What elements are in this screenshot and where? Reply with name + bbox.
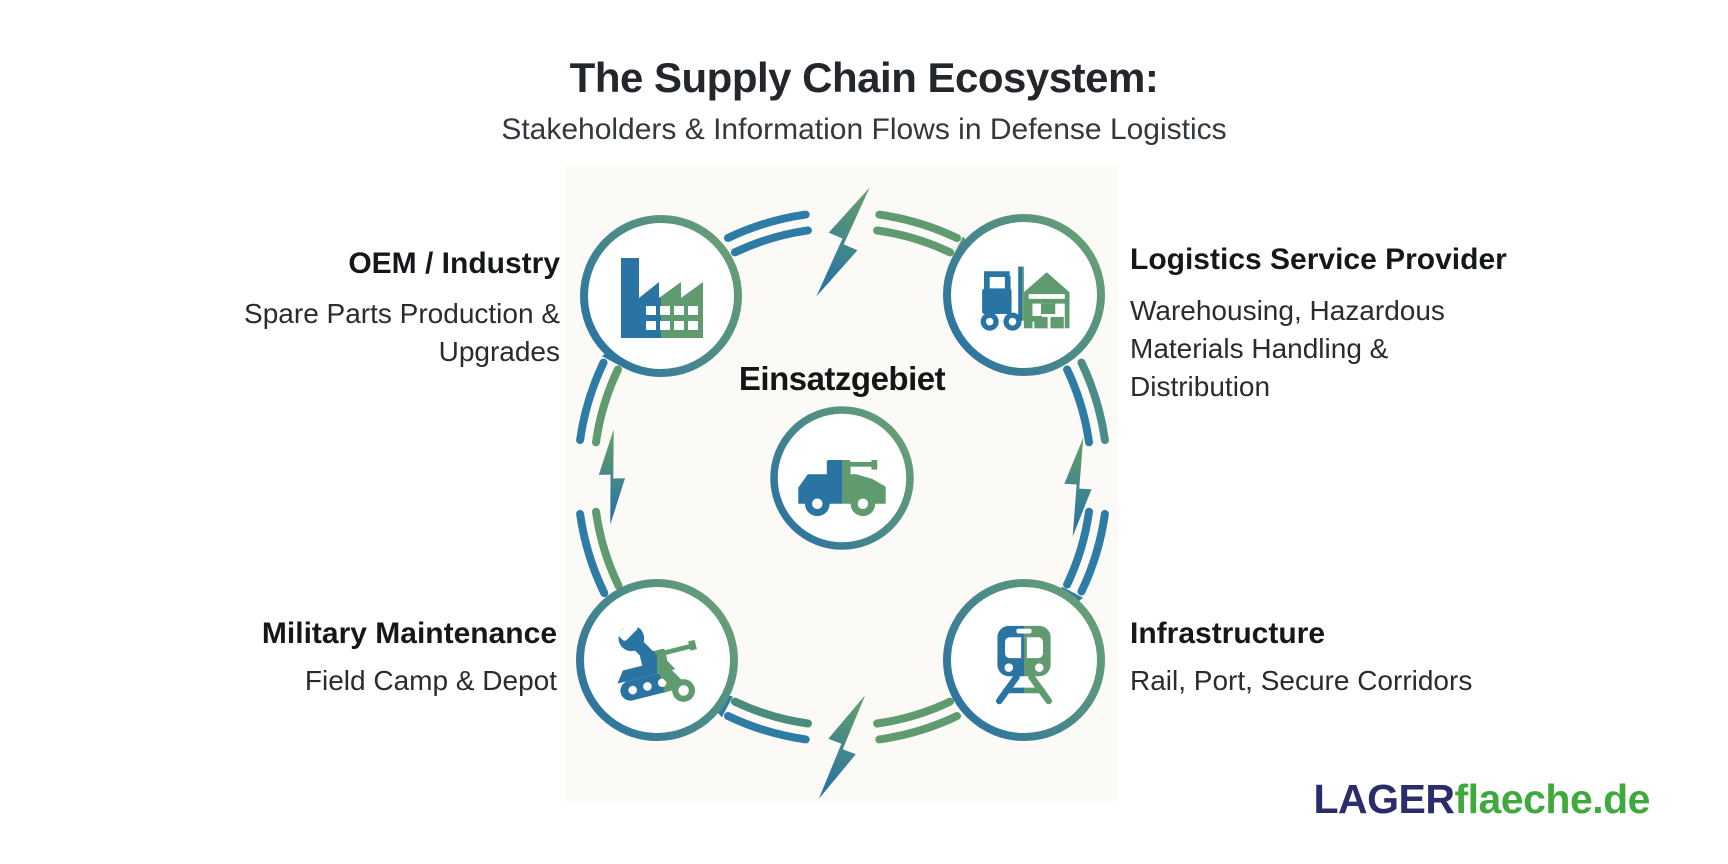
node-text-infrastructure: Infrastructure Rail, Port, Secure Corrid…	[1130, 616, 1590, 700]
flow-arc	[873, 697, 955, 728]
node-title-infrastructure: Infrastructure	[1130, 617, 1326, 650]
armored-vehicle-icon	[798, 460, 886, 517]
lightning-bolt-icon	[816, 187, 870, 297]
flow-arc	[576, 509, 609, 598]
flow-arc	[730, 697, 812, 728]
node-title-oem: OEM / Industry	[348, 247, 560, 280]
flow-arc	[875, 210, 961, 242]
flow-arc	[730, 226, 812, 257]
flow-arc	[1063, 365, 1093, 447]
page-title: The Supply Chain Ecosystem:	[569, 54, 1159, 101]
node-text-lsp: Logistics Service Provider Warehousing, …	[1130, 242, 1590, 406]
node-desc-oem-line2: Upgrades	[438, 336, 560, 367]
node-title-lsp: Logistics Service Provider	[1130, 243, 1507, 276]
node-desc-infrastructure-line1: Rail, Port, Secure Corridors	[1130, 665, 1473, 696]
node-circle-oem	[580, 215, 742, 377]
lightning-bolt-icon	[1064, 437, 1092, 537]
wrench-tank-icon	[617, 621, 697, 702]
center-node-label: Einsatzgebiet	[738, 360, 946, 397]
information-flow-bolts	[598, 187, 1092, 799]
page-subtitle: Stakeholders & Information Flows in Defe…	[501, 113, 1227, 146]
flow-arc	[592, 365, 622, 447]
logo-suffix: flaeche.de	[1454, 776, 1650, 822]
flow-arc	[724, 210, 810, 242]
factory-icon	[621, 258, 703, 338]
node-desc-lsp-line3: Distribution	[1130, 371, 1271, 402]
brand-logo: LAGERflaeche.de	[0, 776, 1650, 823]
flow-ring	[576, 210, 1109, 744]
logo-prefix: LAGER	[1313, 776, 1455, 822]
flow-arc	[724, 712, 810, 744]
flow-arc	[1077, 358, 1109, 445]
node-desc-lsp-line2: Materials Handling &	[1130, 333, 1389, 364]
flow-arc	[576, 358, 608, 445]
node-title-maintenance: Military Maintenance	[261, 617, 557, 650]
train-icon	[995, 625, 1053, 705]
node-desc-oem-line1: Spare Parts Production &	[244, 298, 560, 329]
lightning-bolt-icon	[818, 695, 866, 799]
node-text-maintenance: Military Maintenance Field Camp & Depot	[117, 616, 557, 700]
flow-arc	[1063, 507, 1093, 589]
flow-arc	[875, 712, 961, 744]
flow-arc	[592, 507, 623, 591]
forklift-warehouse-icon	[980, 266, 1070, 331]
node-desc-lsp-line1: Warehousing, Hazardous	[1130, 295, 1445, 326]
lightning-bolt-icon	[598, 429, 626, 525]
node-text-oem: OEM / Industry Spare Parts Production & …	[120, 246, 560, 371]
node-desc-maintenance-line1: Field Camp & Depot	[304, 665, 557, 696]
flow-arc	[1077, 509, 1109, 596]
flow-arc	[873, 226, 955, 257]
